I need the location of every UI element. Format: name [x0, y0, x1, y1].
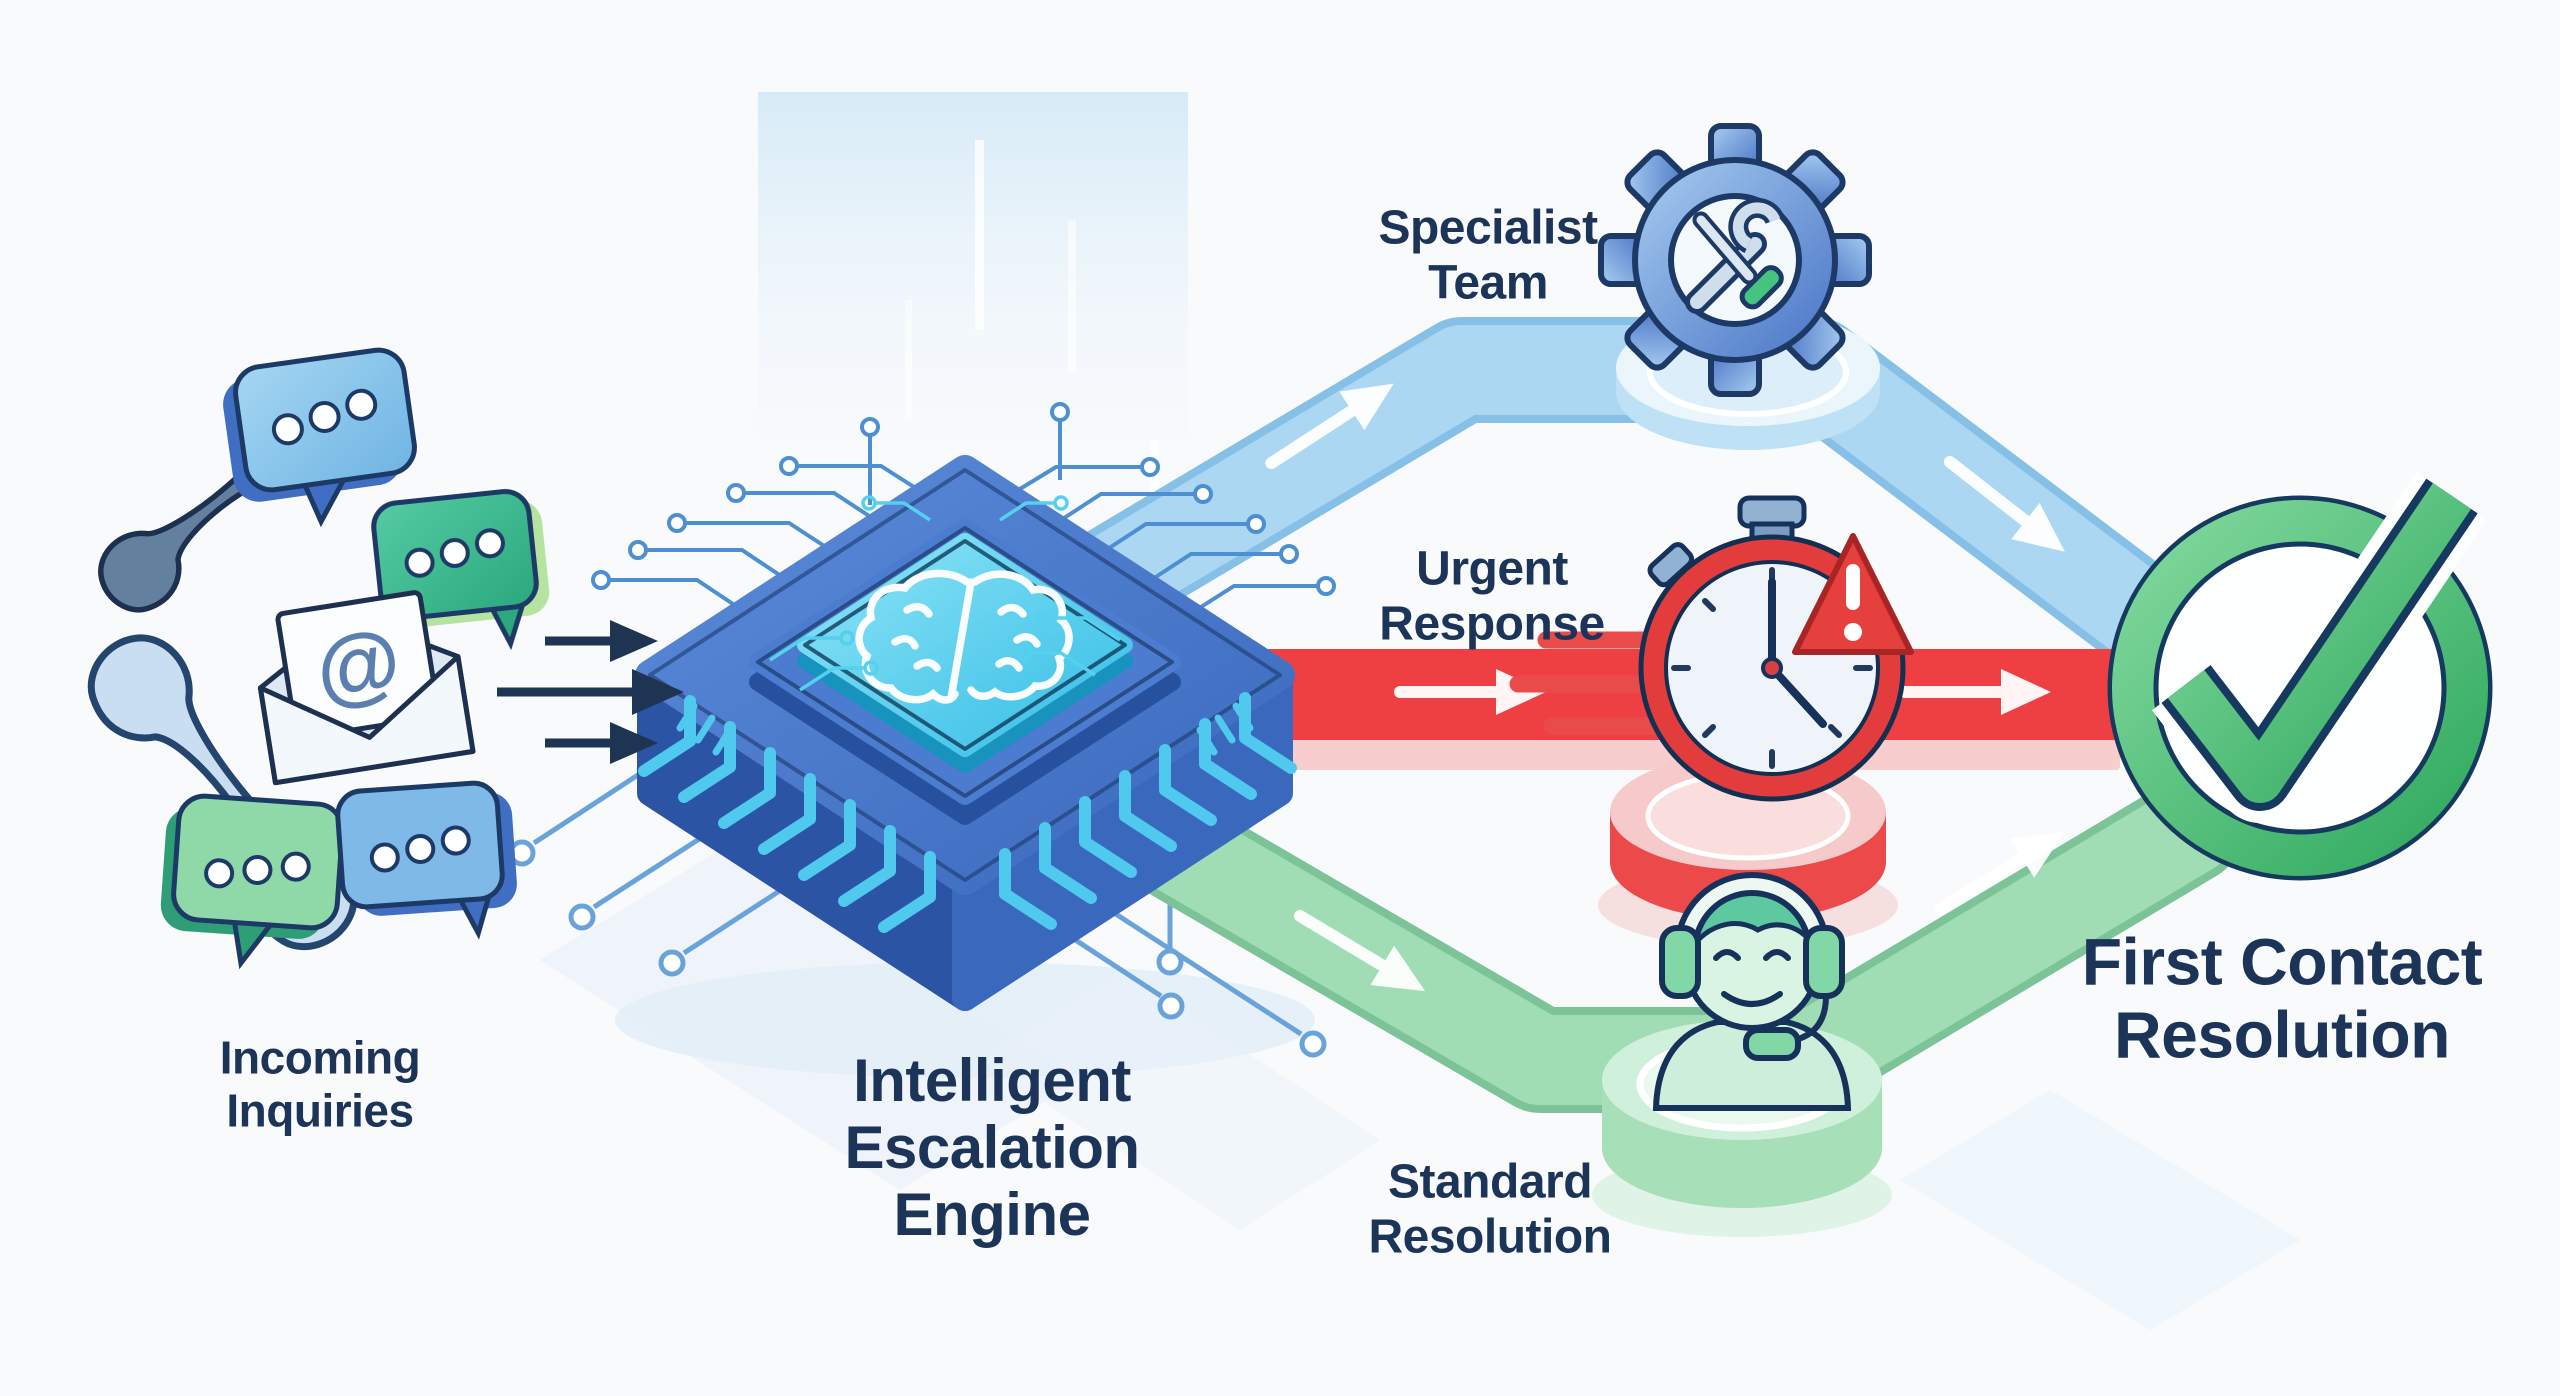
- gear-tools-icon: [1598, 123, 1872, 397]
- label-line: Response: [1379, 597, 1605, 650]
- chat-bubble-icon: [371, 489, 550, 651]
- label-line: Inquiries: [226, 1085, 414, 1137]
- label-first-contact-resolution: First Contact Resolution: [2082, 925, 2483, 1070]
- label-incoming-inquiries: Incoming Inquiries: [219, 1031, 421, 1139]
- brain-icon: [855, 569, 1073, 704]
- path-arrows: [1265, 383, 2065, 992]
- label-specialist-team: Specialist Team: [1378, 201, 1598, 310]
- incoming-cluster: @: [87, 347, 550, 970]
- standard-node: [1592, 872, 1892, 1237]
- check-circle-icon: [2107, 471, 2493, 881]
- label-line: Incoming: [219, 1031, 421, 1084]
- warning-triangle-icon: [1792, 533, 1914, 655]
- chip-traces-topface: [769, 495, 1121, 692]
- label-line: Specialist: [1378, 201, 1598, 255]
- label-line: Engine: [893, 1181, 1091, 1249]
- input-arrows: [497, 620, 684, 764]
- chip-ticks: [676, 702, 1254, 756]
- ai-chip-with-brain-icon: [591, 402, 1336, 1011]
- label-line: Team: [1428, 256, 1548, 309]
- label-line: Intelligent: [853, 1047, 1131, 1115]
- label-line: First Contact: [2081, 924, 2483, 999]
- label-intelligent-escalation-engine: Intelligent Escalation Engine: [844, 1047, 1140, 1249]
- chat-bubble-icon: [223, 347, 417, 528]
- label-standard-resolution: Standard Resolution: [1368, 1155, 1613, 1264]
- label-line: Resolution: [2114, 997, 2450, 1071]
- chip-pins: [638, 692, 1297, 933]
- label-urgent-response: Urgent Response: [1379, 542, 1605, 651]
- ground-circuit-traces: [508, 768, 1327, 1058]
- specialist-node: [1598, 123, 1880, 450]
- chip-traces-upper: [591, 402, 1336, 616]
- ground-shadows: [540, 850, 2300, 1330]
- chat-bubble-icon: [335, 780, 517, 940]
- stopwatch-alert-icon: [1509, 495, 1914, 802]
- at-symbol: @: [309, 611, 407, 719]
- label-line: Escalation: [844, 1114, 1140, 1182]
- support-agent-icon: [1652, 872, 1852, 1111]
- label-line: Standard: [1387, 1155, 1593, 1209]
- label-line: Resolution: [1368, 1210, 1613, 1263]
- label-line: Urgent: [1416, 542, 1568, 596]
- email-icon: @: [257, 590, 476, 786]
- chat-bubble-icon: [160, 793, 345, 970]
- chip-glow: [758, 92, 1188, 550]
- agent-face: [1713, 949, 1791, 1007]
